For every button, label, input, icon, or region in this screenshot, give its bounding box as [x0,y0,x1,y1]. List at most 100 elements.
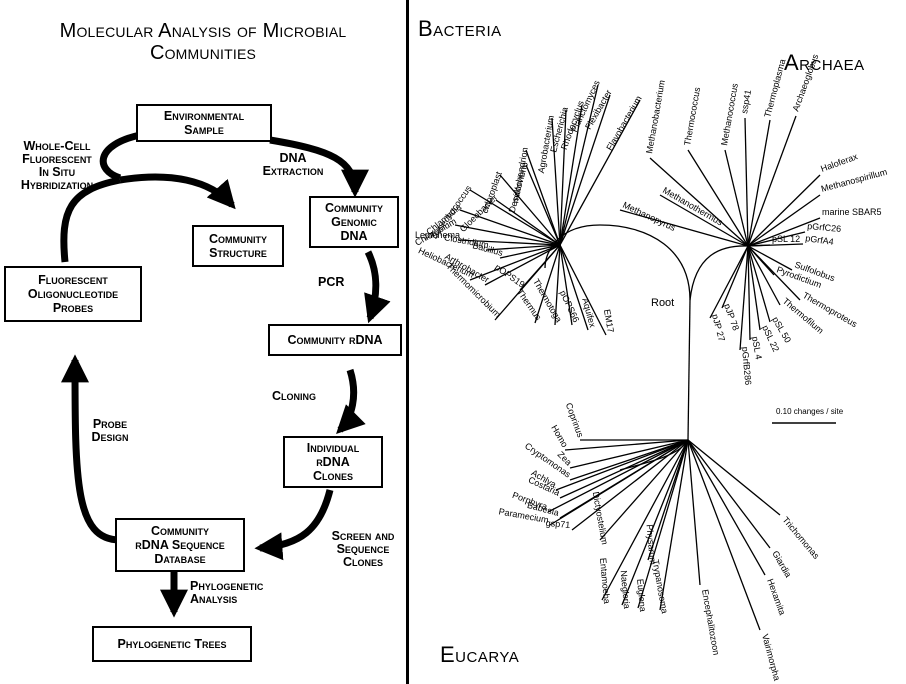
bacteria-branch-7 [525,149,561,246]
eucarya-branch-12 [601,439,689,601]
eucarya-taxon-label: Homo [549,423,570,449]
eucarya-branch-19 [687,439,766,576]
eucarya-branch-5 [555,439,689,491]
bacteria-branch-2 [559,94,611,246]
bacteria-branch-6 [551,117,561,246]
archaea-branch-10 [747,231,806,247]
archaea-branch-23 [747,245,751,341]
archaea-branch-15 [747,245,793,271]
phylogenetic-tree: FlavobacteriumFlexibacterPlanctomycesRho… [413,52,888,682]
eucarya-branch-18 [687,439,761,631]
bacteria-branch-17 [469,244,561,281]
archaea-domain-label: Archaea [784,50,865,75]
archaea-branch-4 [687,149,749,247]
bacteria-branch-16 [499,244,561,259]
archaea-branch-22 [709,245,749,319]
arrow-dna-extraction [269,136,369,198]
eucarya-taxon-label: Entamoeba [598,557,612,604]
phylogenetic-analysis-label: Phylogenetic Analysis [190,579,264,606]
bacteria-taxon-label: EM17 [602,308,616,333]
arrow-screen-sequence [254,489,334,561]
bacteria-branch-10 [469,189,561,246]
bacteria-branch-15 [485,244,561,251]
bacteria-domain-label: Bacteria [418,16,502,41]
archaea-branch-8 [747,194,821,247]
dna-extraction-label: DNA Extraction [262,151,324,178]
archaea-taxon-label: pSL 4 [750,336,764,361]
eucarya-branch-2 [564,439,689,451]
bacteria-taxon-label: Flavobacterium [604,94,643,152]
archaea-taxon-label: pGrfB286 [740,346,753,385]
archaea-branch-21 [721,245,749,309]
archaea-branch-24 [739,245,749,351]
arrow-cloning [336,368,366,434]
community-structure-box: Community Structure [192,225,284,267]
eucarya-branch-13 [621,439,689,606]
eucarya-taxon-label: Vairimorpha [760,633,782,682]
root-label: Root [651,297,674,309]
bacteria-branch-20 [494,244,561,321]
eucarya-taxon-label: Coprinus [564,401,586,439]
bacteria-branch-11 [495,199,561,246]
bacteria-branch-22 [554,244,561,326]
flowchart-title-line2: Communities [149,42,257,64]
eucarya-domain-label: Eucarya [440,642,520,667]
bacteria-branch-9 [499,174,561,246]
bacteria-branch-25 [559,244,607,336]
archaea-branch-7 [747,174,821,247]
eucarya-branch-15 [647,439,689,561]
flowchart-title: Molecular Analysis of Microbial Communit… [8,20,398,64]
cloning-label: Cloning [272,389,317,403]
eucarya-branch-20 [687,439,771,549]
whole-cell-label: Whole-Cell Fluorescent In Situ Hybridiza… [20,139,94,192]
bacteria-branch-21 [534,244,561,324]
archaea-branch-13 [619,209,749,247]
archaea-branch-9 [747,217,821,247]
probe-design-label: Probe Design [91,417,129,444]
archaea-branch-19 [747,245,771,323]
archaea-branch-5 [649,157,749,247]
archaea-taxon-label: Methanobacterium [644,79,667,154]
archaea-taxon-label: pJP 78 [722,302,741,332]
screen-sequence-label: Screen and Sequence Clones [331,529,395,569]
archaea-branch-18 [747,245,781,306]
archaea-taxon-label: Methanococcus [719,82,740,146]
archaea-taxon-label: pGrfA4 [805,233,835,247]
archaea-taxon-label: Thermoplasma [762,58,787,119]
arrow-pcr [364,250,391,324]
archaea-taxon-label: Haloferax [819,151,859,174]
arrow-probe-design [61,354,121,544]
bacteria-taxon-label: Leptonema [415,230,460,240]
tree-backbone-archaea [689,245,749,301]
individual-rdna-clones-box: Individual rDNA Clones [283,436,383,488]
panel-divider [406,0,409,684]
scale-label: 0.10 changes / site [776,407,844,416]
eucarya-branch-6 [559,439,689,499]
eucarya-branch-16 [659,439,689,611]
eucarya-branch-7 [547,439,689,513]
eucarya-branch-10 [571,439,689,531]
bacteria-branch-24 [559,244,589,331]
eucarya-taxon-label: gsp71 [545,518,570,530]
archaea-branch-14 [747,244,771,247]
archaea-taxon-label: pSL 12 [772,234,800,244]
archaea-branch-2 [747,119,771,247]
community-rdna-sequence-database-box: Community rDNA Sequence Database [115,518,245,572]
fluorescent-oligonucleotide-probes-box: Fluorescent Oligonucleotide Probes [4,266,142,322]
archaea-taxon-label: Archaeoglobus [790,52,820,112]
eucarya-branch-11 [599,439,689,541]
archaea-taxon-label: pGrfC26 [807,221,842,234]
archaea-branch-17 [747,245,801,301]
flowchart-arrows [60,131,391,618]
archaea-branch-3 [724,149,749,247]
bacteria-branch-4 [559,104,583,246]
arrow-to-community-structure [119,173,236,210]
bacteria-branch-12 [459,209,561,246]
archaea-branch-12 [659,194,749,247]
eucarya-branch-9 [549,439,689,526]
eucarya-branch-17 [687,439,701,586]
eucarya-branch-3 [569,439,689,469]
archaea-taxon-label: marine SBAR5 [822,207,882,217]
eucarya-branch-21 [687,439,781,516]
eucarya-taxon-label: Giardia [770,549,793,579]
